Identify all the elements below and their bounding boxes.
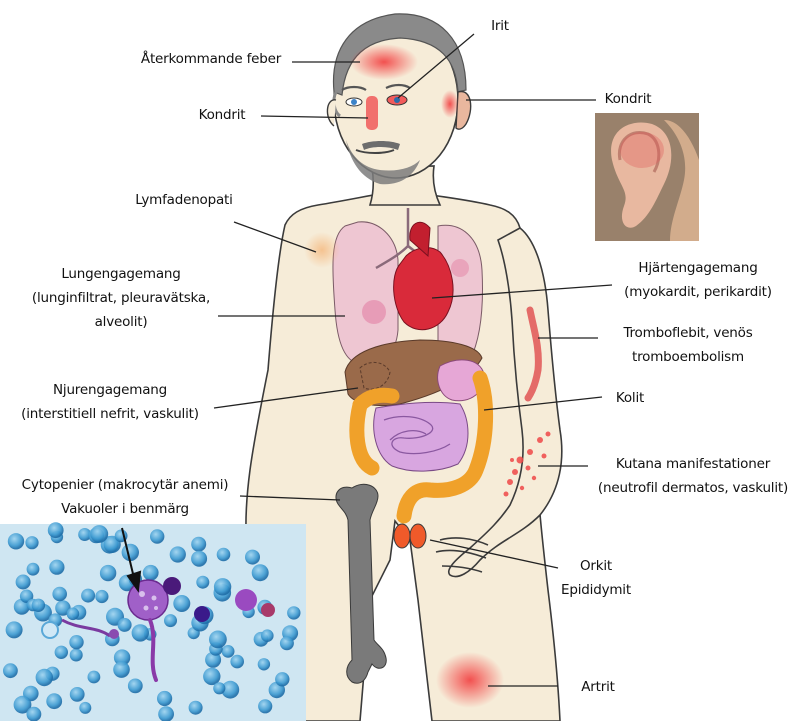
red-blood-cell xyxy=(88,671,101,684)
red-blood-cell xyxy=(157,691,172,706)
red-blood-cell xyxy=(280,636,294,650)
red-blood-cell xyxy=(118,618,132,632)
red-blood-cell xyxy=(67,608,80,621)
label-heart: Hjärtengagemang(myokardit, perikardit) xyxy=(624,256,772,304)
red-blood-cell xyxy=(113,661,130,678)
label-kidney: Njurengagemang(interstitiell nefrit, vas… xyxy=(21,378,199,426)
red-blood-cell xyxy=(245,550,260,565)
red-blood-cell xyxy=(52,587,67,602)
red-blood-cell xyxy=(222,645,235,658)
red-blood-cell xyxy=(16,575,31,590)
red-blood-cell xyxy=(55,646,68,659)
red-blood-cell xyxy=(213,682,225,694)
red-blood-cell xyxy=(191,551,207,567)
red-blood-cell xyxy=(173,595,190,612)
head xyxy=(327,14,470,184)
red-blood-cell xyxy=(27,707,42,721)
red-blood-cell xyxy=(49,560,64,575)
lung-left xyxy=(333,222,398,364)
red-blood-cell xyxy=(46,693,62,709)
red-blood-cell xyxy=(164,614,177,627)
red-blood-cell xyxy=(48,522,64,538)
label-chondritis-ear: Kondrit xyxy=(605,87,652,111)
red-blood-cell xyxy=(275,672,289,686)
red-blood-cell xyxy=(100,565,116,581)
red-blood-cell xyxy=(209,631,227,649)
red-blood-cell xyxy=(69,635,83,649)
red-blood-cell xyxy=(150,529,164,543)
red-blood-cell xyxy=(95,590,108,603)
red-blood-cell xyxy=(258,699,272,713)
red-blood-cell xyxy=(6,621,23,638)
red-blood-cell xyxy=(25,536,38,549)
label-lung: Lungengagemang(lunginfiltrat, pleuraväts… xyxy=(32,262,210,334)
red-blood-cell xyxy=(287,606,300,619)
red-blood-cell xyxy=(230,655,244,669)
red-blood-cell xyxy=(258,658,270,670)
label-colitis: Kolit xyxy=(616,386,644,410)
red-blood-cell xyxy=(70,687,85,702)
label-skin: Kutana manifestationer(neutrofil dermato… xyxy=(598,452,788,500)
red-blood-cell xyxy=(8,533,24,549)
red-blood-cell xyxy=(32,599,45,612)
red-blood-cell xyxy=(36,669,53,686)
label-iritis: Irit xyxy=(491,14,509,38)
red-blood-cell xyxy=(196,576,209,589)
red-blood-cell xyxy=(27,563,40,576)
label-arthritis: Artrit xyxy=(581,675,614,699)
red-blood-cell xyxy=(217,548,231,562)
label-fever: Återkommande feber xyxy=(141,47,281,71)
red-blood-cell xyxy=(132,624,149,641)
bone-marrow-micrograph xyxy=(0,522,306,721)
red-blood-cell xyxy=(3,663,18,678)
red-blood-cell xyxy=(70,649,83,662)
red-blood-cell xyxy=(81,589,95,603)
red-blood-cell xyxy=(90,525,108,543)
label-cytopenia: Cytopenier (makrocytär anemi)Vakuoler i … xyxy=(22,473,229,521)
red-blood-cell xyxy=(128,679,143,694)
label-chondritis-nose: Kondrit xyxy=(199,103,246,127)
red-blood-cell xyxy=(261,629,274,642)
ear-photo xyxy=(595,113,699,241)
heart xyxy=(394,248,453,330)
red-blood-cell xyxy=(143,565,159,581)
red-blood-cell xyxy=(170,546,186,562)
red-blood-cell xyxy=(189,701,203,715)
red-blood-cell xyxy=(214,578,231,595)
label-lymphadenopathy: Lymfadenopati xyxy=(135,188,232,212)
red-blood-cell xyxy=(79,702,91,714)
red-blood-cell xyxy=(191,537,206,552)
red-blood-cell xyxy=(252,564,269,581)
